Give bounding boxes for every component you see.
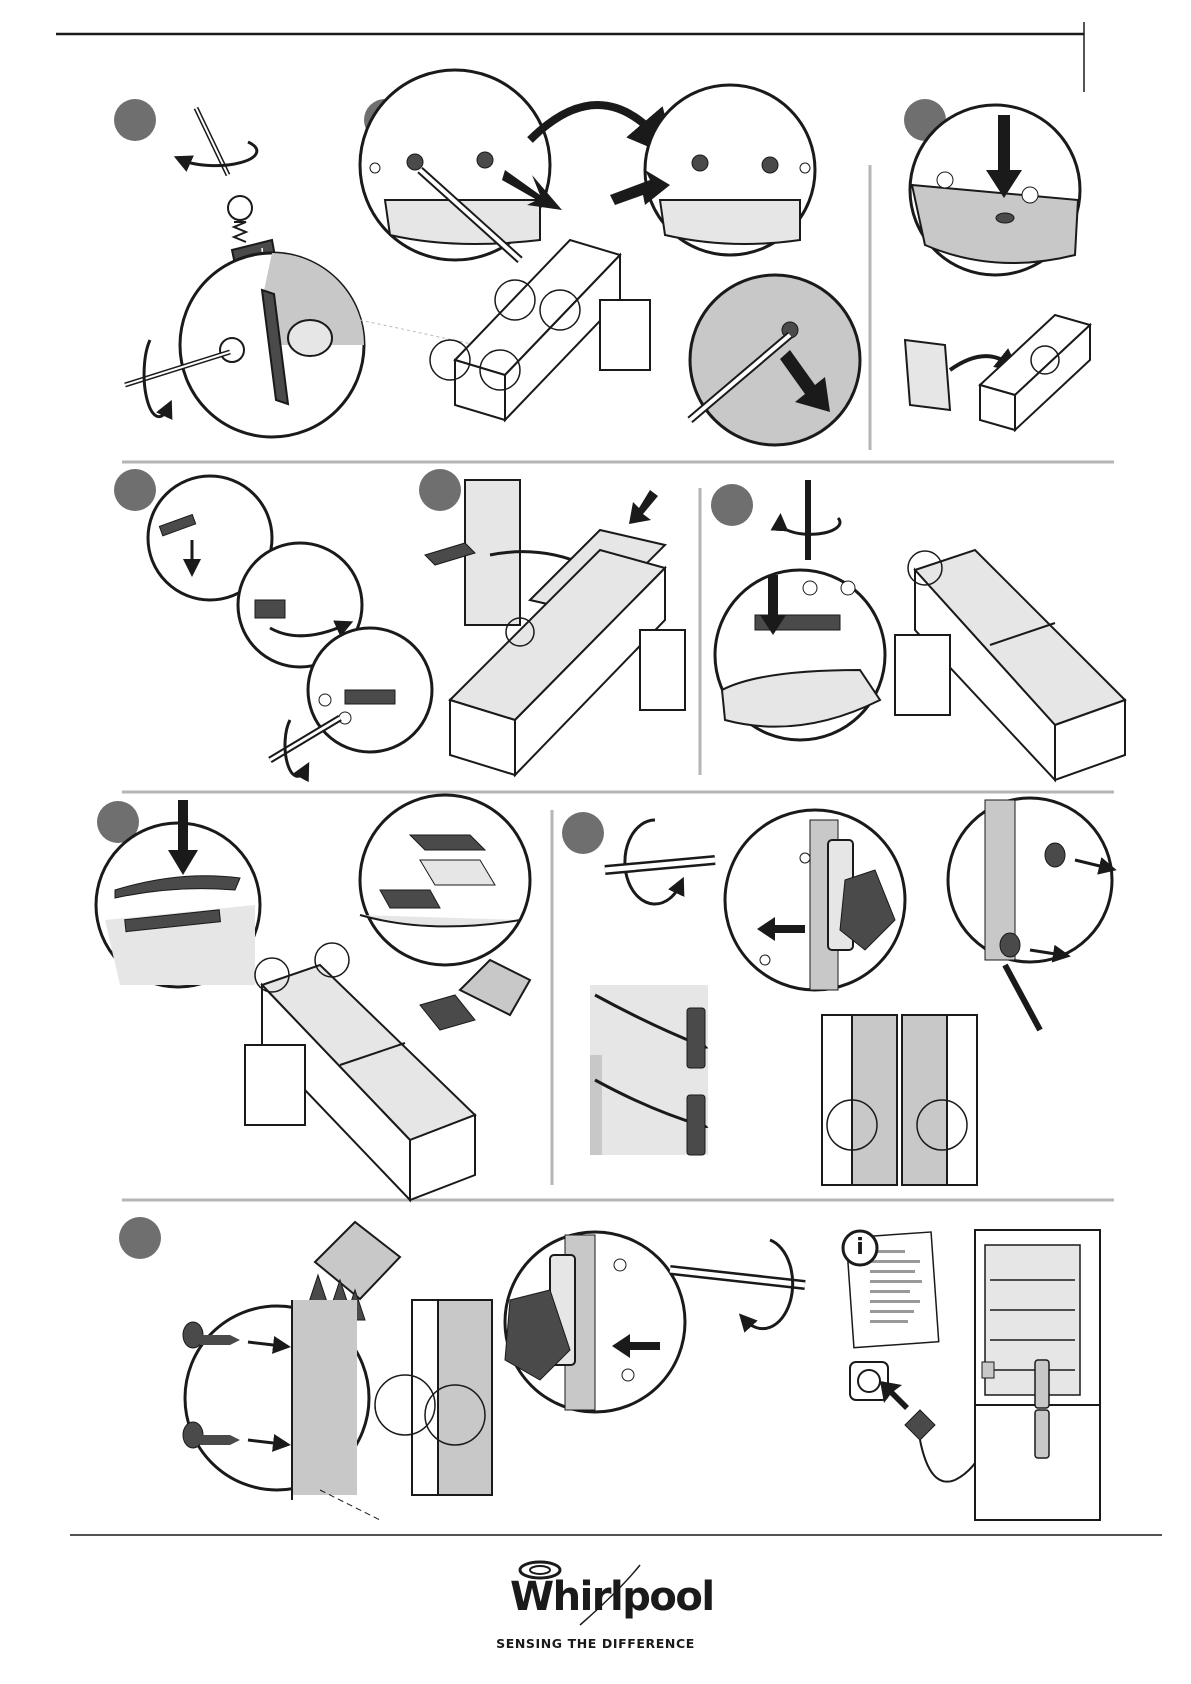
- screw-icon: [1000, 933, 1020, 957]
- screw-icon: [841, 581, 855, 595]
- step-4: [114, 469, 432, 776]
- screw-icon: [800, 853, 810, 863]
- step-marker: [562, 812, 604, 854]
- brand-tagline: SENSING THE DIFFERENCE: [0, 1636, 1191, 1651]
- step-5: [419, 469, 685, 775]
- screw-icon: [762, 157, 778, 173]
- step-6: [711, 480, 1125, 780]
- step-2: [360, 70, 860, 445]
- brand-name: Whirlpool: [510, 1574, 690, 1620]
- screw-icon: [692, 155, 708, 171]
- screw-icon: [228, 196, 252, 220]
- screw-icon: [319, 694, 331, 706]
- step-marker: [114, 469, 156, 511]
- info-icon-glyph: i: [852, 1235, 868, 1261]
- step-7: [96, 795, 530, 1200]
- screw-icon: [339, 712, 351, 724]
- fridge-handle: [1035, 1410, 1049, 1458]
- screw-icon: [803, 581, 817, 595]
- detail-zoom: [948, 798, 1112, 962]
- step-marker: [419, 469, 461, 511]
- screw-icon: [477, 152, 493, 168]
- screw-icon: [614, 1259, 626, 1271]
- plug-icon: [905, 1410, 935, 1440]
- step-marker: [711, 484, 753, 526]
- arrow-icon: [629, 490, 658, 524]
- step-9: [119, 1217, 1100, 1520]
- arrow-icon: [880, 1381, 909, 1410]
- hinge-icon: [687, 1008, 705, 1068]
- step-3: [904, 99, 1090, 430]
- socket-icon: [850, 1362, 888, 1400]
- rotate-arrow-icon: [530, 105, 660, 140]
- screw-icon: [996, 213, 1014, 223]
- step-marker: [114, 99, 156, 141]
- screw-icon: [760, 955, 770, 965]
- screw-icon: [622, 1369, 634, 1381]
- screw-icon: [407, 154, 423, 170]
- hinge-icon: [687, 1095, 705, 1155]
- glove-icon: [460, 960, 530, 1015]
- screw-icon: [1045, 843, 1065, 867]
- step-marker: [119, 1217, 161, 1259]
- detail-zoom: [690, 275, 860, 445]
- fridge-handle: [1035, 1360, 1049, 1408]
- step-8: [562, 798, 1112, 1185]
- glove-icon: [315, 1222, 400, 1299]
- page-header-rule: [56, 22, 1084, 92]
